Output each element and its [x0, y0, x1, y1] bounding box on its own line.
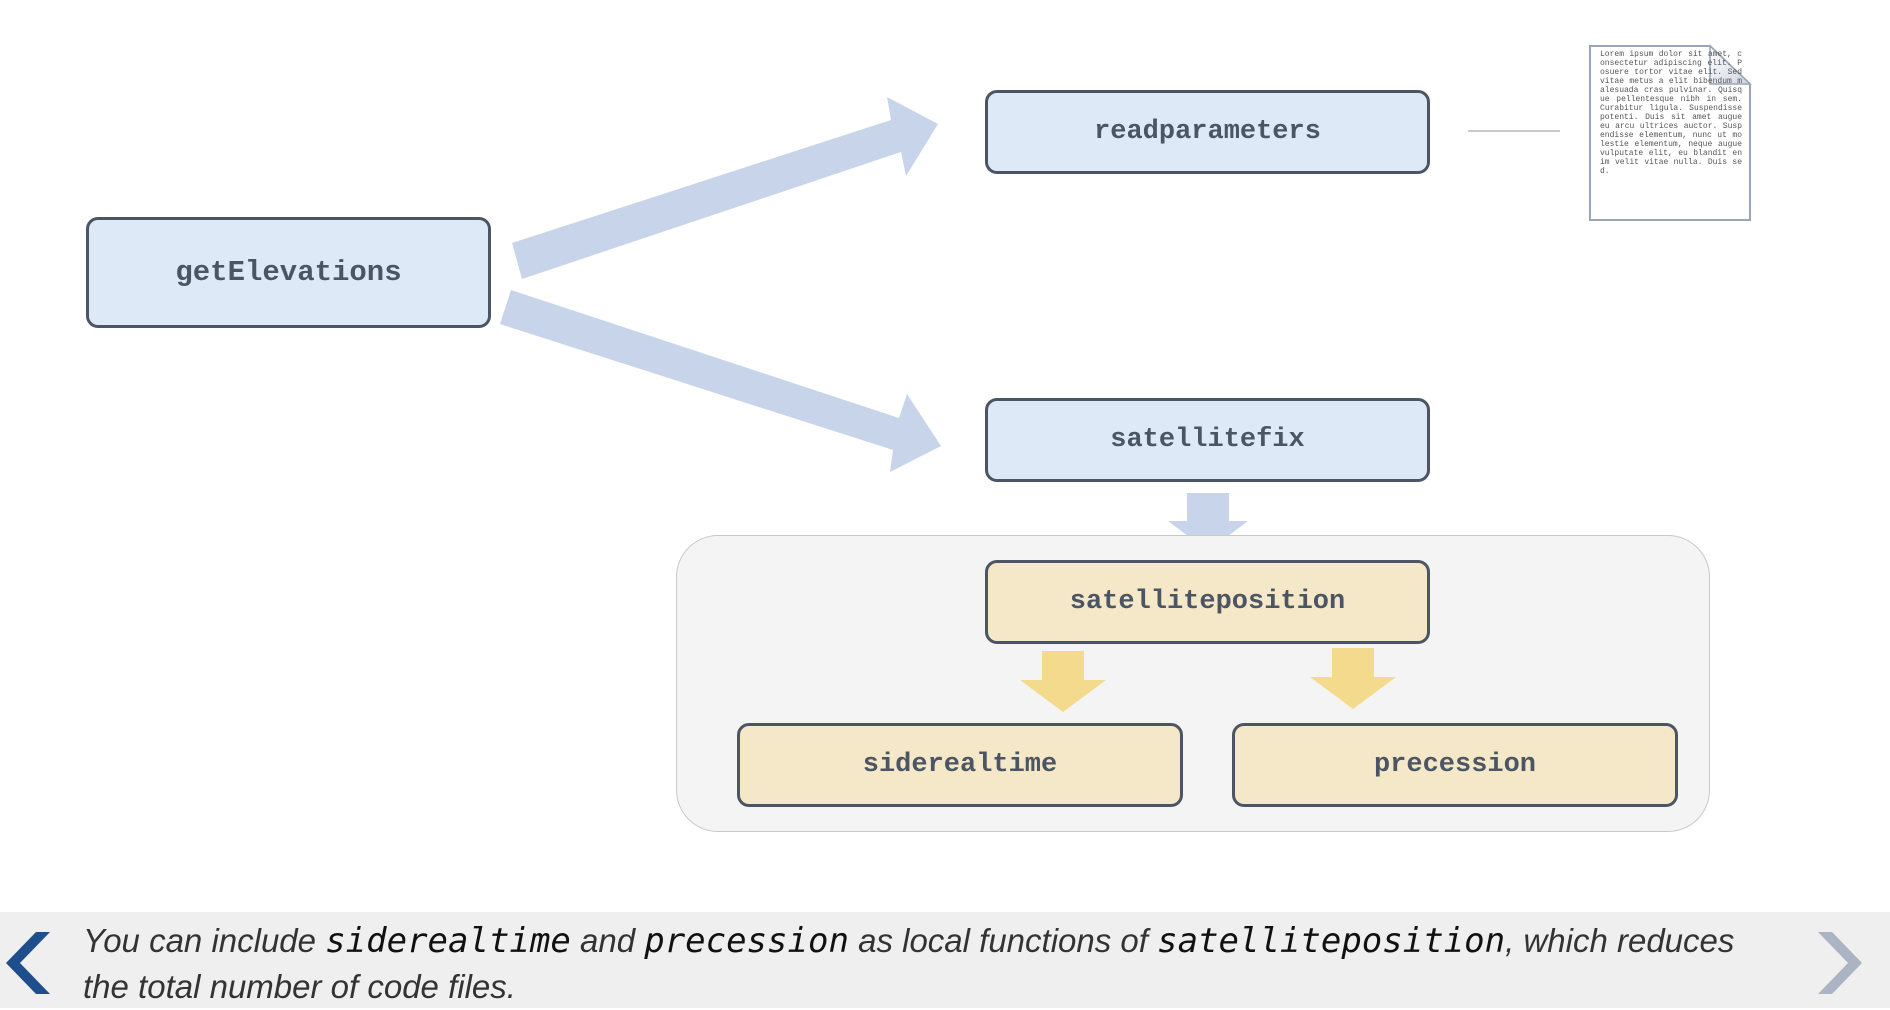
caption-part-4: , which reduces the total number of code… [83, 922, 1735, 1005]
document-connector-line [1468, 130, 1560, 132]
caption-text: You can include siderealtime and precess… [83, 918, 1783, 1010]
node-getelevations: getElevations [86, 217, 491, 328]
caption-part-3: as local functions of [848, 922, 1158, 959]
group-arrows-layer [1020, 648, 1396, 712]
caption-part-2: and [570, 922, 645, 959]
arrow-to-satellitefix [500, 290, 941, 472]
node-satelliteposition: satelliteposition [985, 560, 1430, 644]
node-satellitefix-label: satellitefix [1110, 425, 1305, 455]
arrow-satellitefix-down [1168, 493, 1248, 551]
arrow-to-siderealtime [1020, 651, 1106, 712]
arrows-layer [500, 97, 1248, 551]
caption-code-satelliteposition: satelliteposition [1157, 921, 1506, 961]
node-siderealtime-label: siderealtime [862, 750, 1058, 780]
caption-bar [0, 912, 1890, 1008]
document-text: Lorem ipsum dolor sit amet, consectetur … [1600, 50, 1742, 176]
node-satelliteposition-label: satelliteposition [1069, 587, 1346, 617]
chevron-left-icon [6, 932, 50, 994]
node-precession-label: precession [1373, 750, 1537, 780]
caption-part-1: You can include [83, 922, 326, 959]
caption-code-siderealtime: siderealtime [325, 921, 571, 961]
caption-code-precession: precession [644, 921, 849, 961]
node-readparameters: readparameters [985, 90, 1430, 174]
next-button[interactable] [1808, 922, 1868, 1004]
node-precession: precession [1232, 723, 1678, 807]
node-satellitefix: satellitefix [985, 398, 1430, 482]
document-icon: Lorem ipsum dolor sit amet, consectetur … [1589, 44, 1752, 221]
chevron-right-icon [1818, 932, 1862, 994]
arrow-to-precession [1310, 648, 1396, 709]
node-readparameters-label: readparameters [1094, 117, 1321, 147]
node-getelevations-label: getElevations [175, 256, 402, 289]
arrow-to-readparameters [512, 97, 938, 279]
node-siderealtime: siderealtime [737, 723, 1183, 807]
previous-button[interactable] [0, 922, 60, 1004]
